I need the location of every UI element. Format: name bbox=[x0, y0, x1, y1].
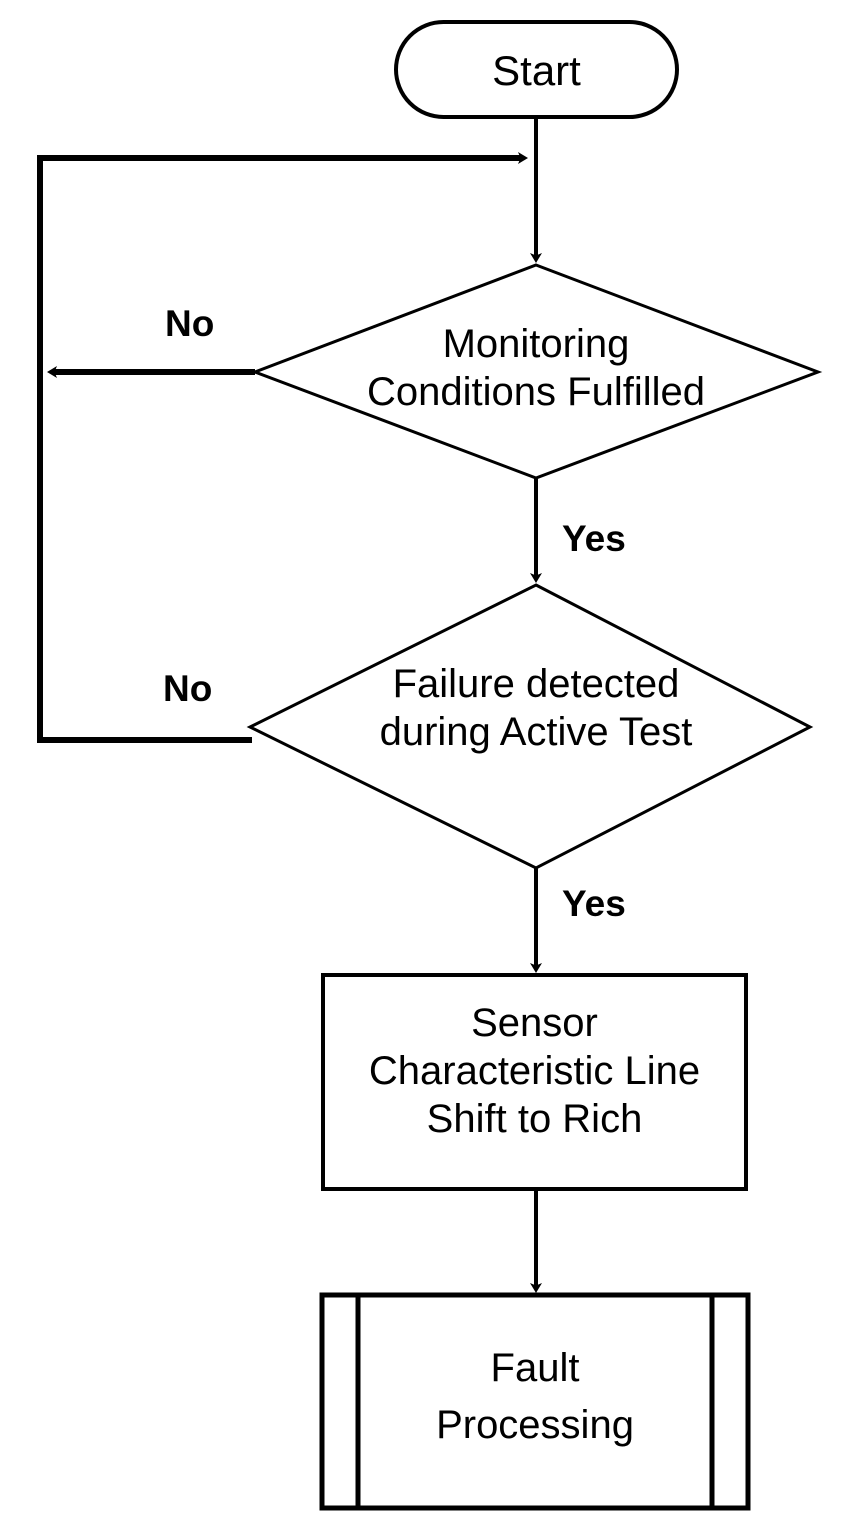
node-sensor-shift-shape bbox=[321, 973, 748, 1191]
edge-label-failure-yes: Yes bbox=[562, 883, 626, 924]
edge-loopback-rail bbox=[37, 152, 528, 740]
edge-label-monitoring-yes: Yes bbox=[562, 518, 626, 559]
node-failure-detected-shape bbox=[246, 583, 814, 870]
node-monitoring-conditions-shape bbox=[250, 263, 823, 480]
node-fault-processing-shape bbox=[319, 1292, 751, 1511]
edge-label-monitoring-no: No bbox=[165, 303, 215, 344]
edge-label-failure-no: No bbox=[163, 668, 213, 709]
node-start-shape bbox=[394, 20, 679, 119]
